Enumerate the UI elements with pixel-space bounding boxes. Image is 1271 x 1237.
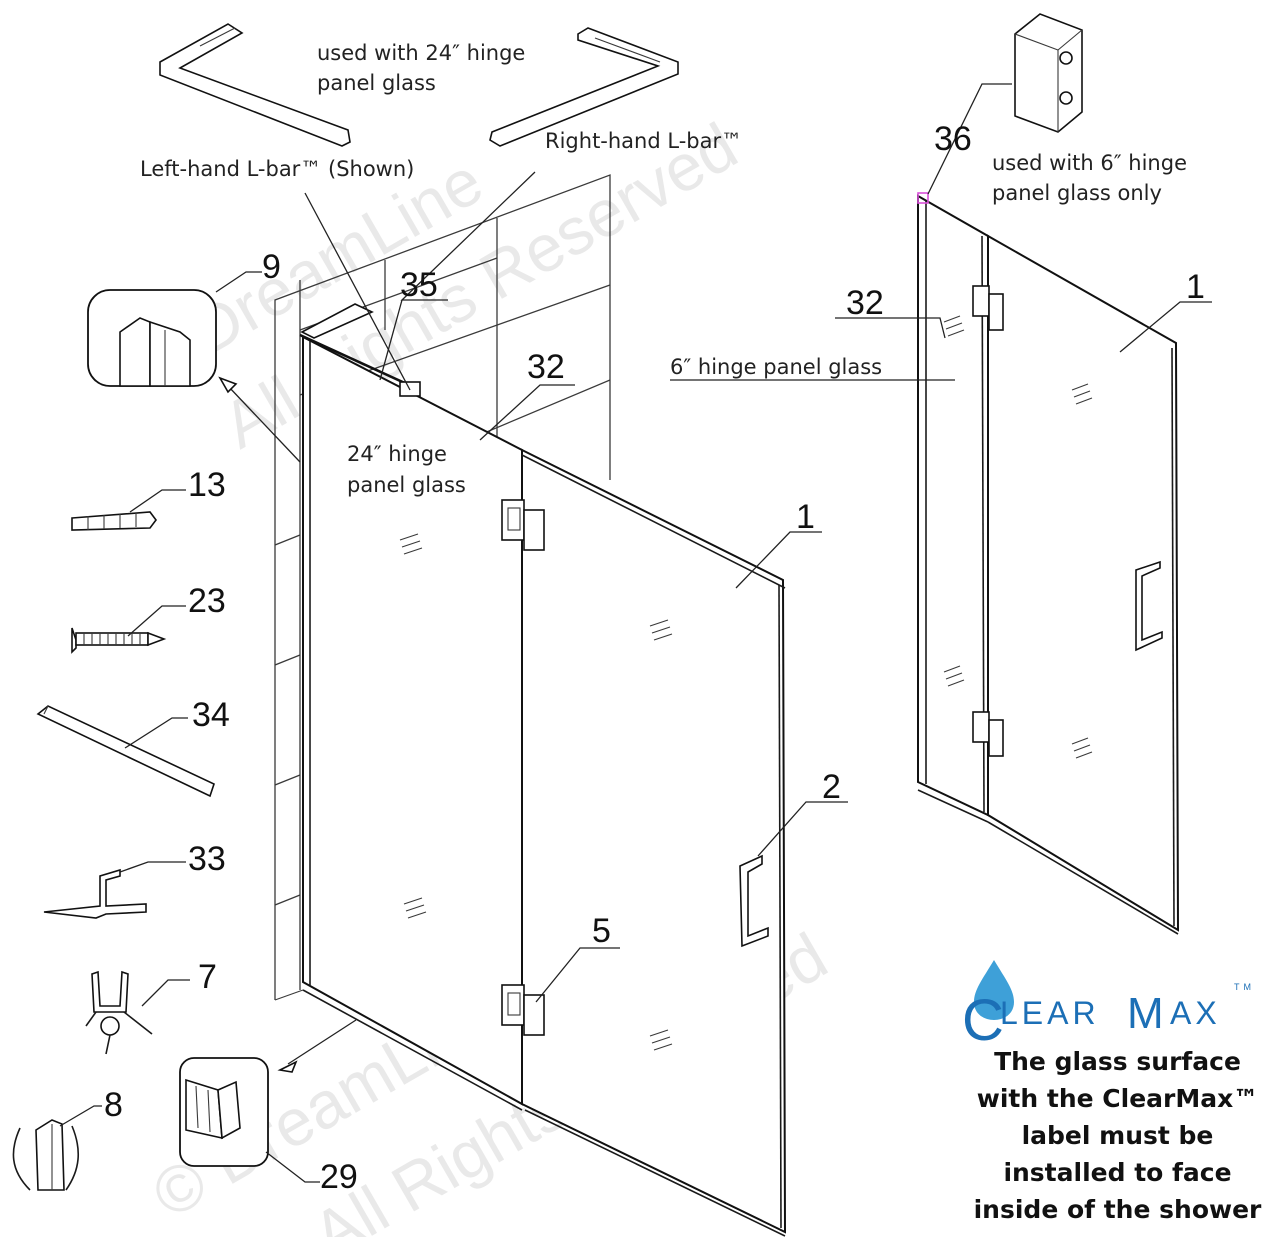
callout-13: 13	[188, 466, 226, 504]
right-hand-l-bar	[489, 27, 679, 147]
callout-23: 23	[188, 582, 226, 620]
part-29-detail	[179, 1057, 269, 1167]
callout-8: 8	[104, 1086, 123, 1124]
note-clip-6-line1: used with 6″ hinge	[992, 151, 1187, 175]
note-left-lbar: Left-hand L-bar™ (Shown)	[140, 157, 414, 181]
warning-line-1: The glass surface	[994, 1047, 1241, 1076]
logo-tm: TM	[1234, 982, 1255, 992]
part-34-strip	[36, 705, 215, 798]
note-lbar-24-line1: used with 24″ hinge	[317, 41, 525, 65]
clip-36-highlight	[917, 192, 929, 204]
note-hinge-24-line2: panel glass	[347, 473, 466, 497]
callout-7: 7	[198, 958, 217, 996]
callout-32-main: 32	[527, 348, 565, 386]
callout-35: 35	[400, 266, 438, 304]
hinge-lower	[501, 984, 545, 1036]
installation-warning: The glass surface with the ClearMax™ lab…	[945, 1043, 1271, 1228]
door-handle	[739, 854, 769, 948]
leader-lines	[59, 83, 1212, 1183]
warning-line-5: inside of the shower	[973, 1195, 1262, 1224]
door-panel	[521, 448, 787, 1237]
wall-base	[274, 989, 304, 1001]
callout-1-main: 1	[796, 498, 815, 536]
part-13-anchor	[71, 511, 157, 531]
hinge-upper	[501, 499, 545, 551]
note-lbar-24-line2: panel glass	[317, 71, 436, 95]
clearmax-logo: C LEAR M AX TM	[962, 960, 1255, 1053]
callout-32-secondary: 32	[846, 284, 884, 322]
glass-clip-36	[1014, 13, 1083, 133]
note-clip-6-line2: panel glass only	[992, 181, 1162, 205]
logo-letter-m: M	[1127, 989, 1168, 1038]
bottom-edge	[302, 989, 523, 1111]
callout-2: 2	[822, 768, 841, 806]
callout-5: 5	[592, 912, 611, 950]
logo-letters-ax: AX	[1170, 995, 1221, 1031]
callout-29: 29	[320, 1158, 358, 1196]
logo-letter-c: C	[962, 988, 1008, 1053]
warning-line-4: installed to face	[1003, 1158, 1232, 1187]
note-hinge-6: 6″ hinge panel glass	[670, 355, 882, 379]
callout-33: 33	[188, 840, 226, 878]
part-33-seal	[43, 868, 147, 919]
warning-line-2: with the ClearMax™	[976, 1084, 1259, 1113]
water-drop-icon	[974, 960, 1014, 1020]
logo-letters-lear: LEAR	[1000, 995, 1100, 1031]
hinge-panel-24	[299, 303, 523, 1106]
warning-line-3: label must be	[1021, 1121, 1214, 1150]
part-23-screw	[71, 627, 167, 654]
part-7-sweep	[85, 970, 153, 1055]
callout-36: 36	[934, 120, 972, 158]
part-9-detail	[87, 289, 217, 387]
hinge-panel-6-assembly	[917, 192, 1180, 935]
left-hand-l-bar	[159, 23, 351, 147]
callout-1-secondary: 1	[1186, 268, 1205, 306]
callout-9: 9	[262, 248, 281, 286]
note-right-lbar: Right-hand L-bar™	[545, 129, 742, 153]
callout-34: 34	[192, 696, 230, 734]
note-hinge-24-line1: 24″ hinge	[347, 442, 447, 466]
part-8-drip-rail	[12, 1119, 80, 1191]
